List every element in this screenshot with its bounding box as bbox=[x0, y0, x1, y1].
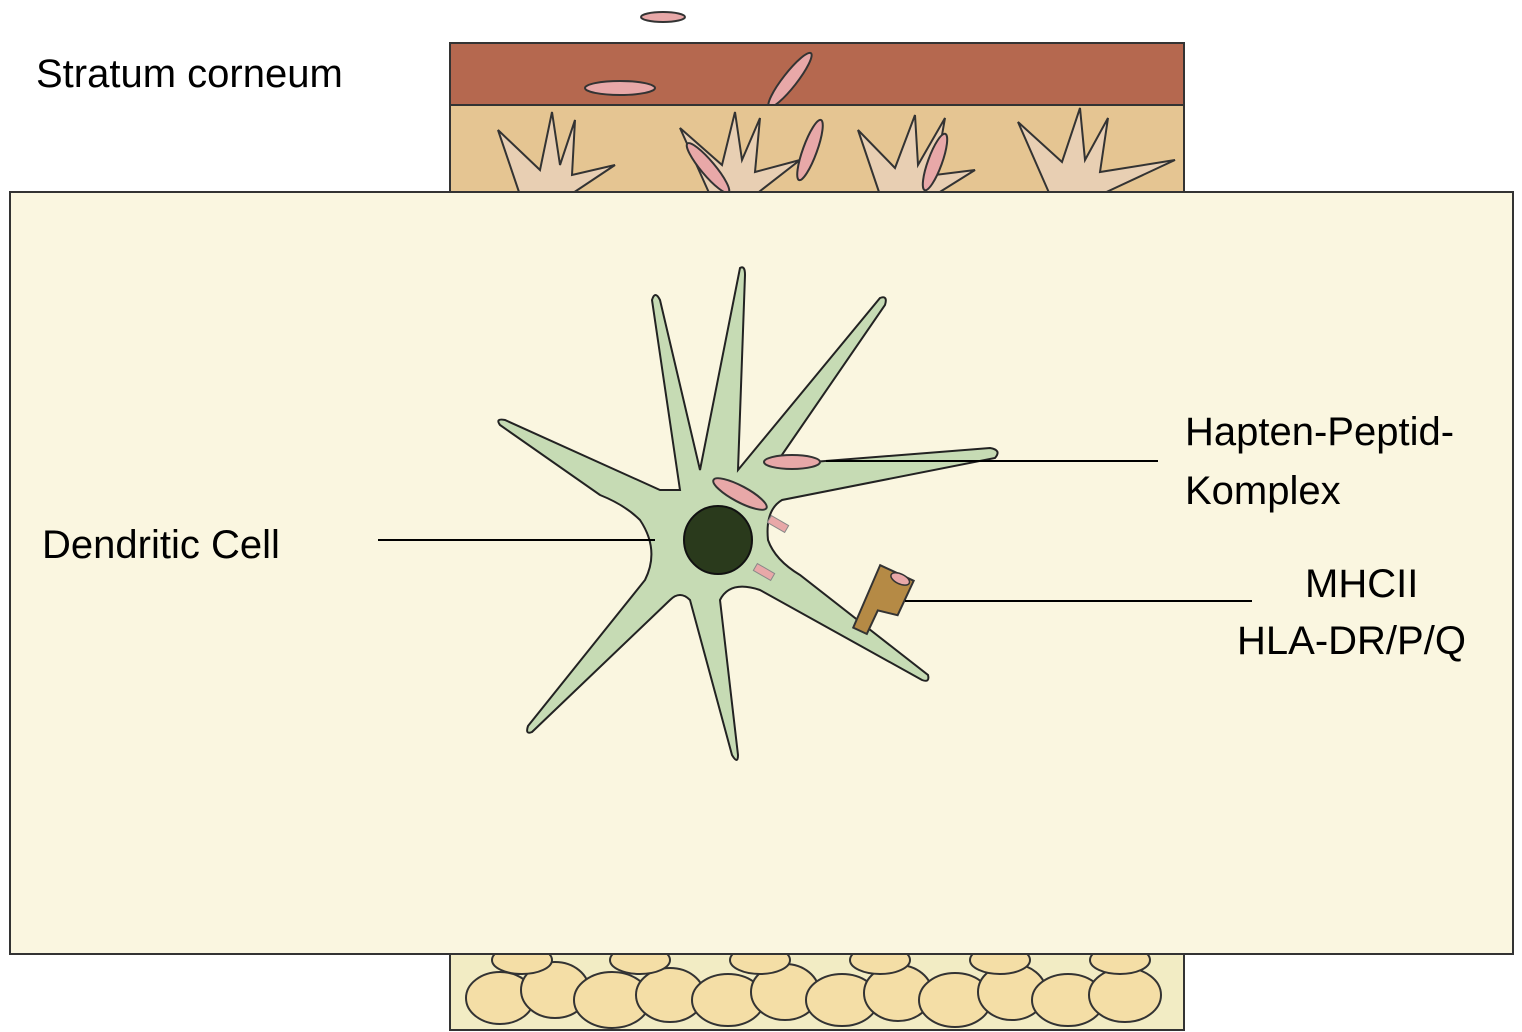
hapten-molecule bbox=[641, 12, 685, 22]
stratum-corneum-label: Stratum corneum bbox=[36, 50, 343, 98]
hapten-label-line1: Hapten-Peptid- bbox=[1185, 408, 1454, 456]
hapten-peptide-complex bbox=[764, 455, 820, 469]
nucleus bbox=[684, 506, 752, 574]
hapten-molecule bbox=[585, 81, 655, 95]
mhc-label-line2: HLA-DR/P/Q bbox=[1237, 617, 1466, 665]
stratum-corneum-layer bbox=[450, 43, 1184, 105]
mhc-label-line1: MHCII bbox=[1305, 560, 1418, 608]
dendritic-cell-label: Dendritic Cell bbox=[42, 521, 280, 569]
hapten-label-line2: Komplex bbox=[1185, 467, 1341, 515]
